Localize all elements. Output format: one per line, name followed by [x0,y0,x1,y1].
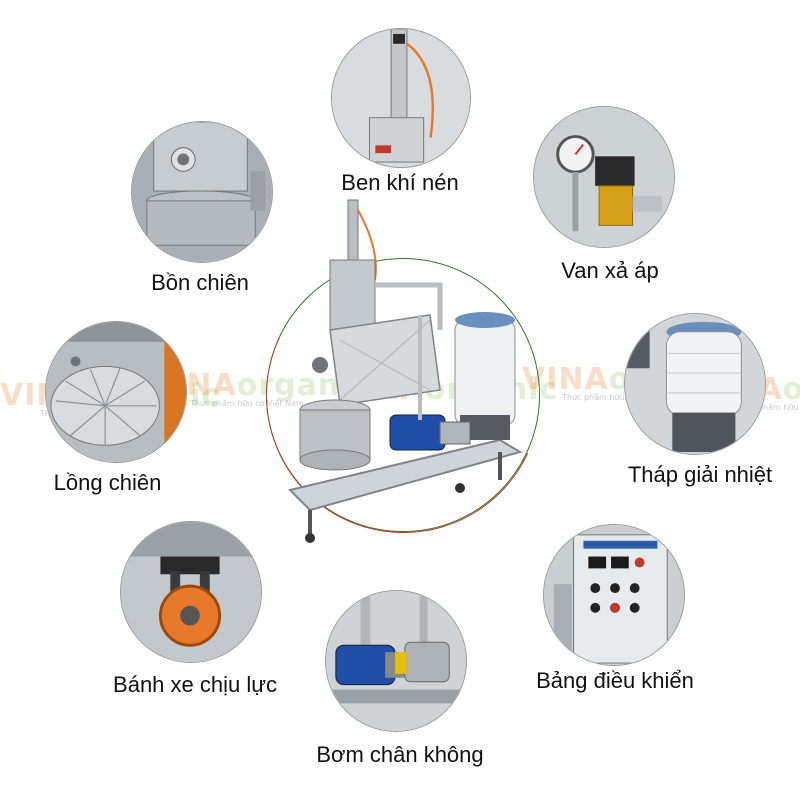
pneumatic-cylinder-photo [331,28,471,168]
label-banh-xe-chiu-luc: Bánh xe chịu lực [113,672,277,697]
label-thap-giai-nhiet: Tháp giải nhiệt [627,462,773,487]
control-panel-photo [543,524,685,666]
label-bom-chan-khong: Bơm chân không [316,742,484,767]
vacuum-fryer-machine-image [270,190,540,550]
center-ring [266,258,540,532]
label-ben-khi-nen: Ben khí nén [341,170,459,195]
caster-wheel-photo [120,521,262,663]
label-bang-dieu-khien: Bảng điều khiển [536,668,694,693]
label-long-chien: Lồng chiên [53,470,162,495]
frying-basket-photo [45,321,187,463]
cooling-tower-photo [624,313,766,455]
fryer-tank-photo [131,121,273,263]
label-van-xa-ap: Van xả áp [561,258,659,283]
pressure-valve-photo [533,106,675,248]
label-bon-chien: Bồn chiên [151,270,249,295]
vacuum-pump-photo [325,590,467,732]
